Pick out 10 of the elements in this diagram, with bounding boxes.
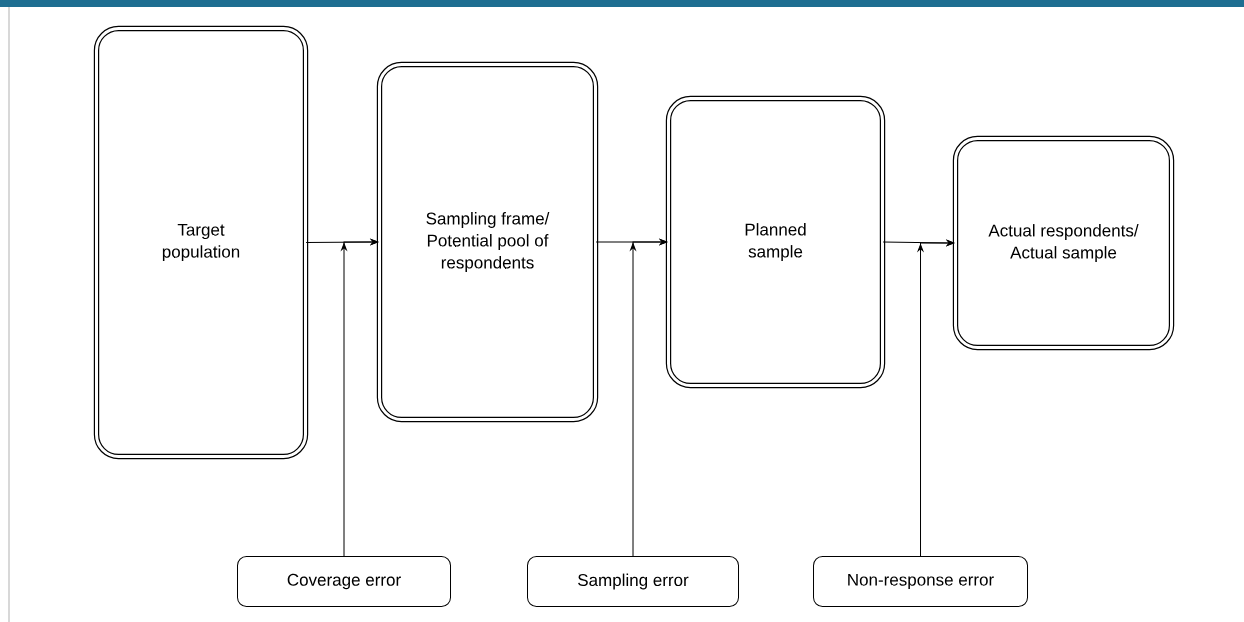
error-box: Non-response error (813, 556, 1028, 607)
arrow (341, 239, 379, 557)
stage-box: Sampling frame/ Potential pool of respondents (376, 61, 599, 423)
stage-box: Actual respondents/ Actual sample (952, 135, 1175, 351)
arrow (630, 239, 668, 557)
arrow (917, 240, 955, 557)
error-box: Coverage error (237, 556, 451, 607)
stage-box: Planned sample (665, 95, 886, 389)
stage-box: Target population (93, 25, 309, 460)
error-box: Sampling error (527, 556, 739, 607)
